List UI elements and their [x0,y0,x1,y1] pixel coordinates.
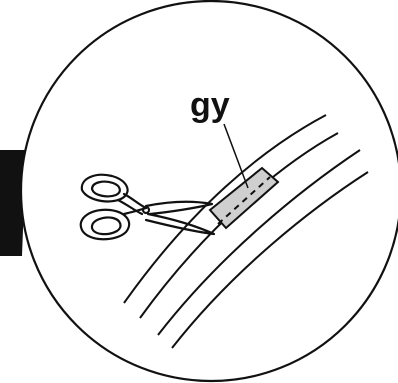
callout-label: gy [190,86,230,124]
